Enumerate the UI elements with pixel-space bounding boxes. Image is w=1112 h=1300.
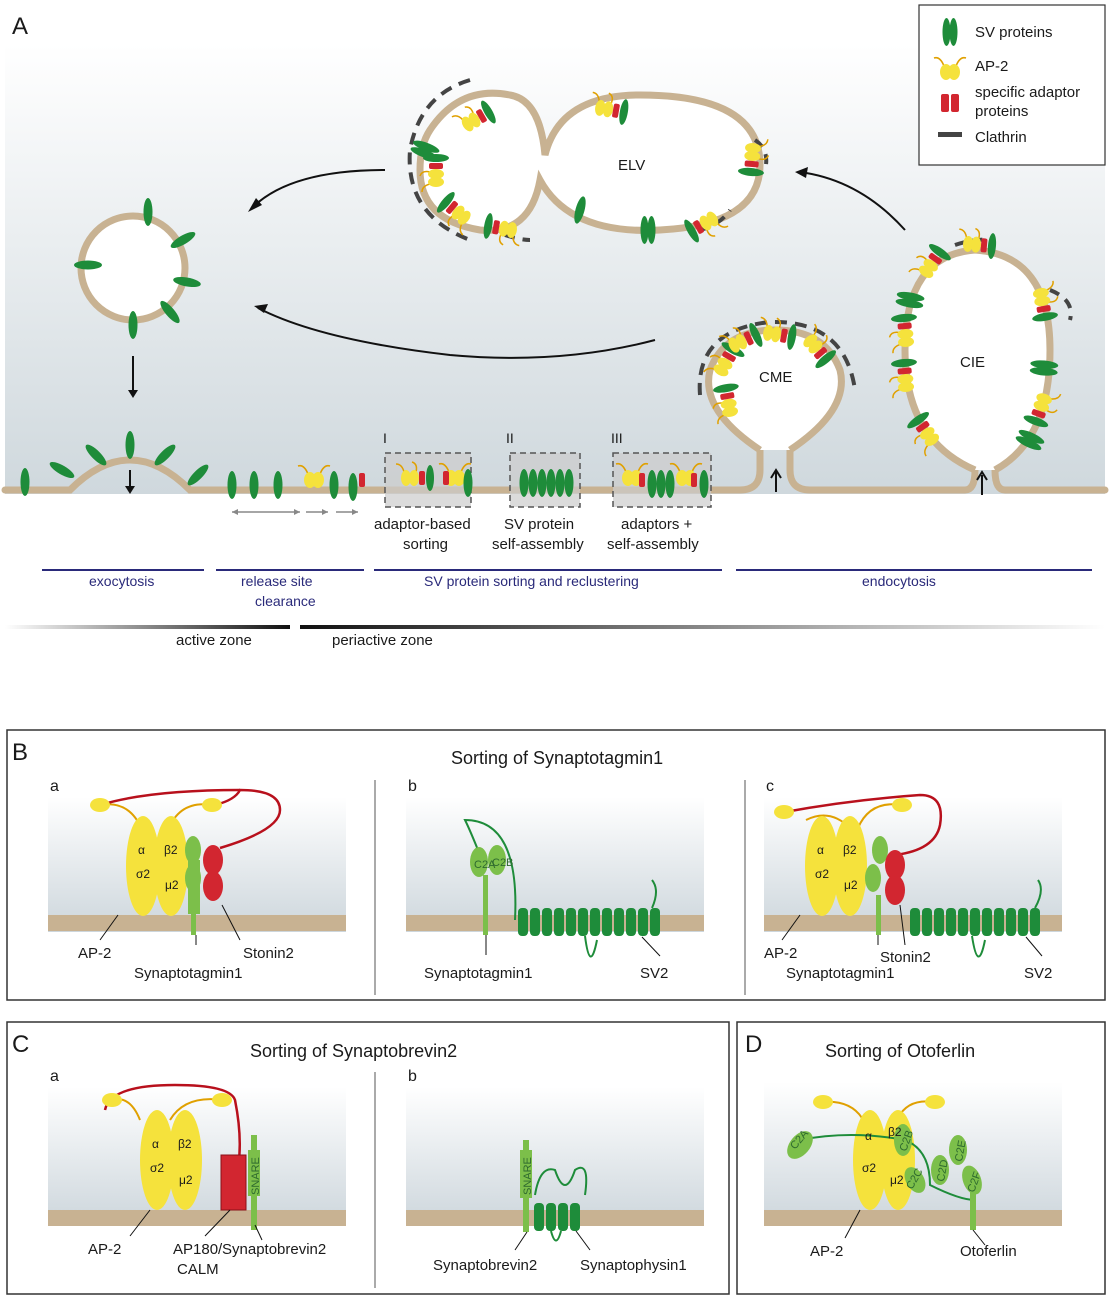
stage-endocytosis: endocytosis [862,573,936,589]
elv-compartment: ELV [407,78,771,249]
periactive-zone-bar [300,625,1105,629]
cie-pit: CIE [886,226,1073,495]
b-a-stonin2-label: Stonin2 [243,945,294,962]
panel-c-frame [6,1021,730,1295]
d-sigma2: σ2 [862,1161,876,1175]
c-a-snare: SNARE [250,1157,262,1195]
panel-c-a-diagram: α β2 σ2 μ2 [102,1083,263,1241]
d-ap2-label: AP-2 [810,1243,843,1260]
legend-adaptor-2: proteins [975,103,1028,120]
sorting-box-i [384,452,473,508]
c-b-syb2-label: Synaptobrevin2 [433,1257,537,1274]
synaptic-vesicle [74,198,202,339]
cme-pit: CME [697,314,857,492]
cme-label: CME [759,369,792,386]
b-c-beta2: β2 [843,843,857,857]
b-a-syt1-label: Synaptotagmin1 [134,965,242,982]
b-a-beta2: β2 [164,843,178,857]
d-alpha: α [865,1129,872,1143]
b-b-c2a: C2A [474,859,496,871]
c-a-sigma2: σ2 [150,1161,164,1175]
c-a-alpha: α [152,1137,159,1151]
c-b-syp1-label: Synaptophysin1 [580,1257,687,1274]
d-c2d: C2D [935,1159,951,1183]
c-a-mu2: μ2 [179,1173,193,1187]
b-c-mu2: μ2 [844,878,858,892]
sort-label-i-2: sorting [403,536,448,553]
d-c2e: C2E [953,1139,969,1162]
b-a-mu2: μ2 [165,878,179,892]
b-c-sigma2: σ2 [815,867,829,881]
cie-label: CIE [960,354,985,371]
active-zone-bar [5,625,290,629]
b-b-syt1-label: Synaptotagmin1 [424,965,532,982]
b-a-alpha: α [138,843,145,857]
panel-b-sub-b: b [408,778,417,795]
d-otoferlin-label: Otoferlin [960,1243,1017,1260]
elv-label: ELV [618,157,645,174]
panel-d-title: Sorting of Otoferlin [825,1041,975,1061]
panel-b-sub-c: c [766,778,774,795]
b-a-sigma2: σ2 [136,867,150,881]
panel-b-title: Sorting of Synaptotagmin1 [451,748,663,768]
panel-c-label: C [12,1031,29,1058]
b-c-stonin2-label: Stonin2 [880,949,931,966]
panel-c-title: Sorting of Synaptobrevin2 [250,1041,457,1061]
trafficking-arrows [129,169,906,490]
d-beta2: β2 [888,1125,902,1139]
panel-c-sub-b: b [408,1068,417,1085]
sort-label-ii-2: self-assembly [492,536,584,553]
stage-sorting: SV protein sorting and reclustering [424,573,639,589]
c-a-ap2-label: AP-2 [88,1241,121,1258]
c-a-ap180-label: AP180/ [173,1241,223,1258]
panel-a-label: A [12,13,28,40]
legend-clathrin: Clathrin [975,129,1027,146]
legend-sv-proteins: SV proteins [975,24,1053,41]
stage-exocytosis: exocytosis [89,573,154,589]
roman-iii: III [611,430,623,446]
sort-label-iii-1: adaptors + [621,516,693,533]
roman-i: I [383,430,387,446]
b-a-ap2-label: AP-2 [78,945,111,962]
plasma-membrane [1,426,1109,494]
b-c-ap2-label: AP-2 [764,945,797,962]
panel-b-sub-a: a [50,778,59,795]
arrow-heads [125,167,808,494]
c-b-snare: SNARE [522,1157,534,1195]
b-b-sv2-label: SV2 [640,965,668,982]
d-mu2: μ2 [890,1173,904,1187]
c-a-beta2: β2 [178,1137,192,1151]
stage-release-2: clearance [255,593,316,609]
sorting-box-iii [612,452,712,508]
panel-b-a-diagram: α β2 σ2 μ2 [90,788,282,945]
legend-adaptor-1: specific adaptor [975,84,1080,101]
panel-d-diagram: α β2 σ2 μ2 [787,1095,986,1246]
sort-label-ii-1: SV protein [504,516,574,533]
sort-label-i-1: adaptor-based [374,516,471,533]
panel-d-label: D [745,1031,762,1058]
active-zone-label: active zone [176,632,252,649]
c-a-calm-label: CALM [177,1261,219,1278]
panel-d-frame [736,1021,1106,1295]
stage-release-1: release site [241,573,313,589]
panel-b-b-diagram [463,818,661,958]
panel-c-b-diagram [514,1140,591,1251]
b-b-c2b: C2B [492,857,513,869]
panel-b-c-diagram: α β2 σ2 μ2 [774,793,1043,958]
sorting-box-ii [509,452,581,508]
b-c-sv2-label: SV2 [1024,965,1052,982]
c-a-syb2-label: Synaptobrevin2 [222,1241,326,1258]
panel-b-label: B [12,739,28,766]
periactive-zone-label: periactive zone [332,632,433,649]
sort-label-iii-2: self-assembly [607,536,699,553]
b-c-alpha: α [817,843,824,857]
b-c-syt1-label: Synaptotagmin1 [786,965,894,982]
panel-b-frame [6,729,1106,1001]
roman-ii: II [506,430,514,446]
legend-ap2: AP-2 [975,58,1008,75]
legend: SV proteins AP-2 specific adaptor protei… [918,4,1106,166]
panel-c-sub-a: a [50,1068,59,1085]
